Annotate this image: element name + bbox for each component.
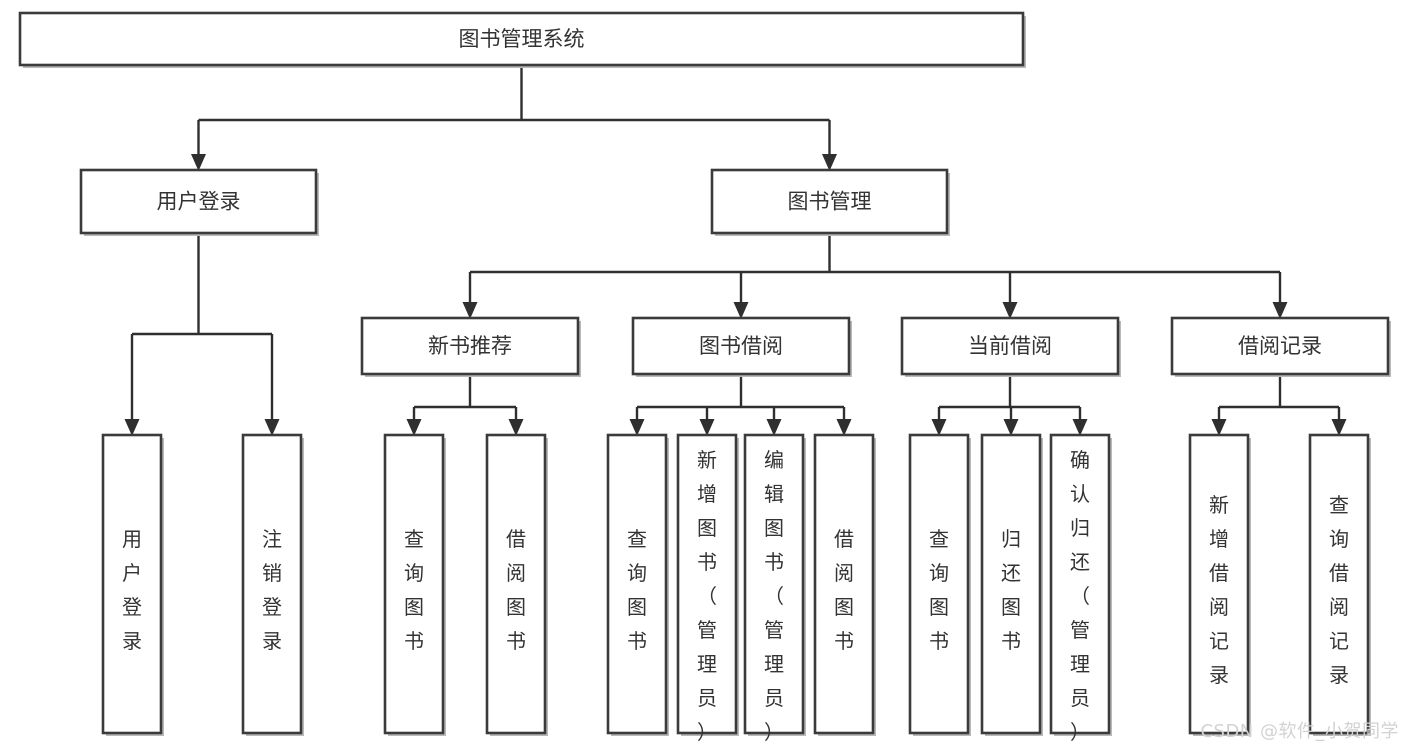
node-leaf-bb-edit[interactable]: 编辑图书（管理员） [743, 433, 806, 744]
node-leaf-cb-return[interactable]: 归还图书 [980, 433, 1043, 736]
node-l3-new-book-rec[interactable]: 新书推荐 [360, 316, 581, 377]
node-leaf-br-query[interactable]: 查询借阅记录 [1308, 433, 1371, 736]
node-label: 借阅图书 [506, 527, 526, 653]
node-leaf-rec-borrow[interactable]: 借阅图书 [485, 433, 548, 736]
node-l2-user-login[interactable]: 用户登录 [79, 168, 319, 236]
node-leaf-br-add[interactable]: 新增借阅记录 [1188, 433, 1251, 736]
connector-layer [124, 65, 1347, 436]
node-label: 查询图书 [404, 527, 424, 653]
node-leaf-rec-query[interactable]: 查询图书 [383, 433, 446, 736]
node-label: 注销登录 [262, 527, 282, 653]
node-leaf-user-logout[interactable]: 注销登录 [241, 433, 304, 736]
node-label: 查询图书 [627, 527, 647, 653]
node-label: 确认归还（管理员） [1070, 448, 1090, 744]
node-root[interactable]: 图书管理系统 [18, 11, 1026, 68]
node-label: 用户登录 [122, 527, 142, 653]
node-label: 借阅图书 [834, 527, 854, 653]
node-label: 借阅记录 [1238, 334, 1322, 358]
node-label: 图书管理 [788, 190, 872, 214]
node-leaf-cb-query[interactable]: 查询图书 [908, 433, 971, 736]
node-label: 用户登录 [157, 190, 241, 214]
node-leaf-bb-query[interactable]: 查询图书 [606, 433, 669, 736]
node-label: 归还图书 [1001, 527, 1021, 653]
node-label: 图书借阅 [699, 334, 783, 358]
node-label: 查询图书 [929, 527, 949, 653]
node-label: 新增借阅记录 [1209, 493, 1229, 687]
node-label: 编辑图书（管理员） [764, 448, 784, 744]
node-leaf-bb-borrow[interactable]: 借阅图书 [813, 433, 876, 736]
node-leaf-cb-confirm[interactable]: 确认归还（管理员） [1049, 433, 1112, 744]
node-label: 新书推荐 [428, 334, 512, 358]
node-leaf-bb-add[interactable]: 新增图书（管理员） [676, 433, 739, 744]
node-label: 新增图书（管理员） [697, 448, 717, 744]
node-label: 当前借阅 [968, 334, 1052, 358]
node-leaf-user-login[interactable]: 用户登录 [101, 433, 164, 736]
node-l3-current-borrow[interactable]: 当前借阅 [900, 316, 1121, 377]
node-l3-book-borrow[interactable]: 图书借阅 [631, 316, 852, 377]
node-label: 图书管理系统 [459, 27, 585, 51]
node-label: 查询借阅记录 [1329, 493, 1349, 687]
node-l3-borrow-record[interactable]: 借阅记录 [1170, 316, 1391, 377]
node-l2-book-manage[interactable]: 图书管理 [710, 168, 950, 236]
node-layer: 图书管理系统用户登录图书管理新书推荐图书借阅当前借阅借阅记录用户登录注销登录查询… [18, 11, 1391, 744]
